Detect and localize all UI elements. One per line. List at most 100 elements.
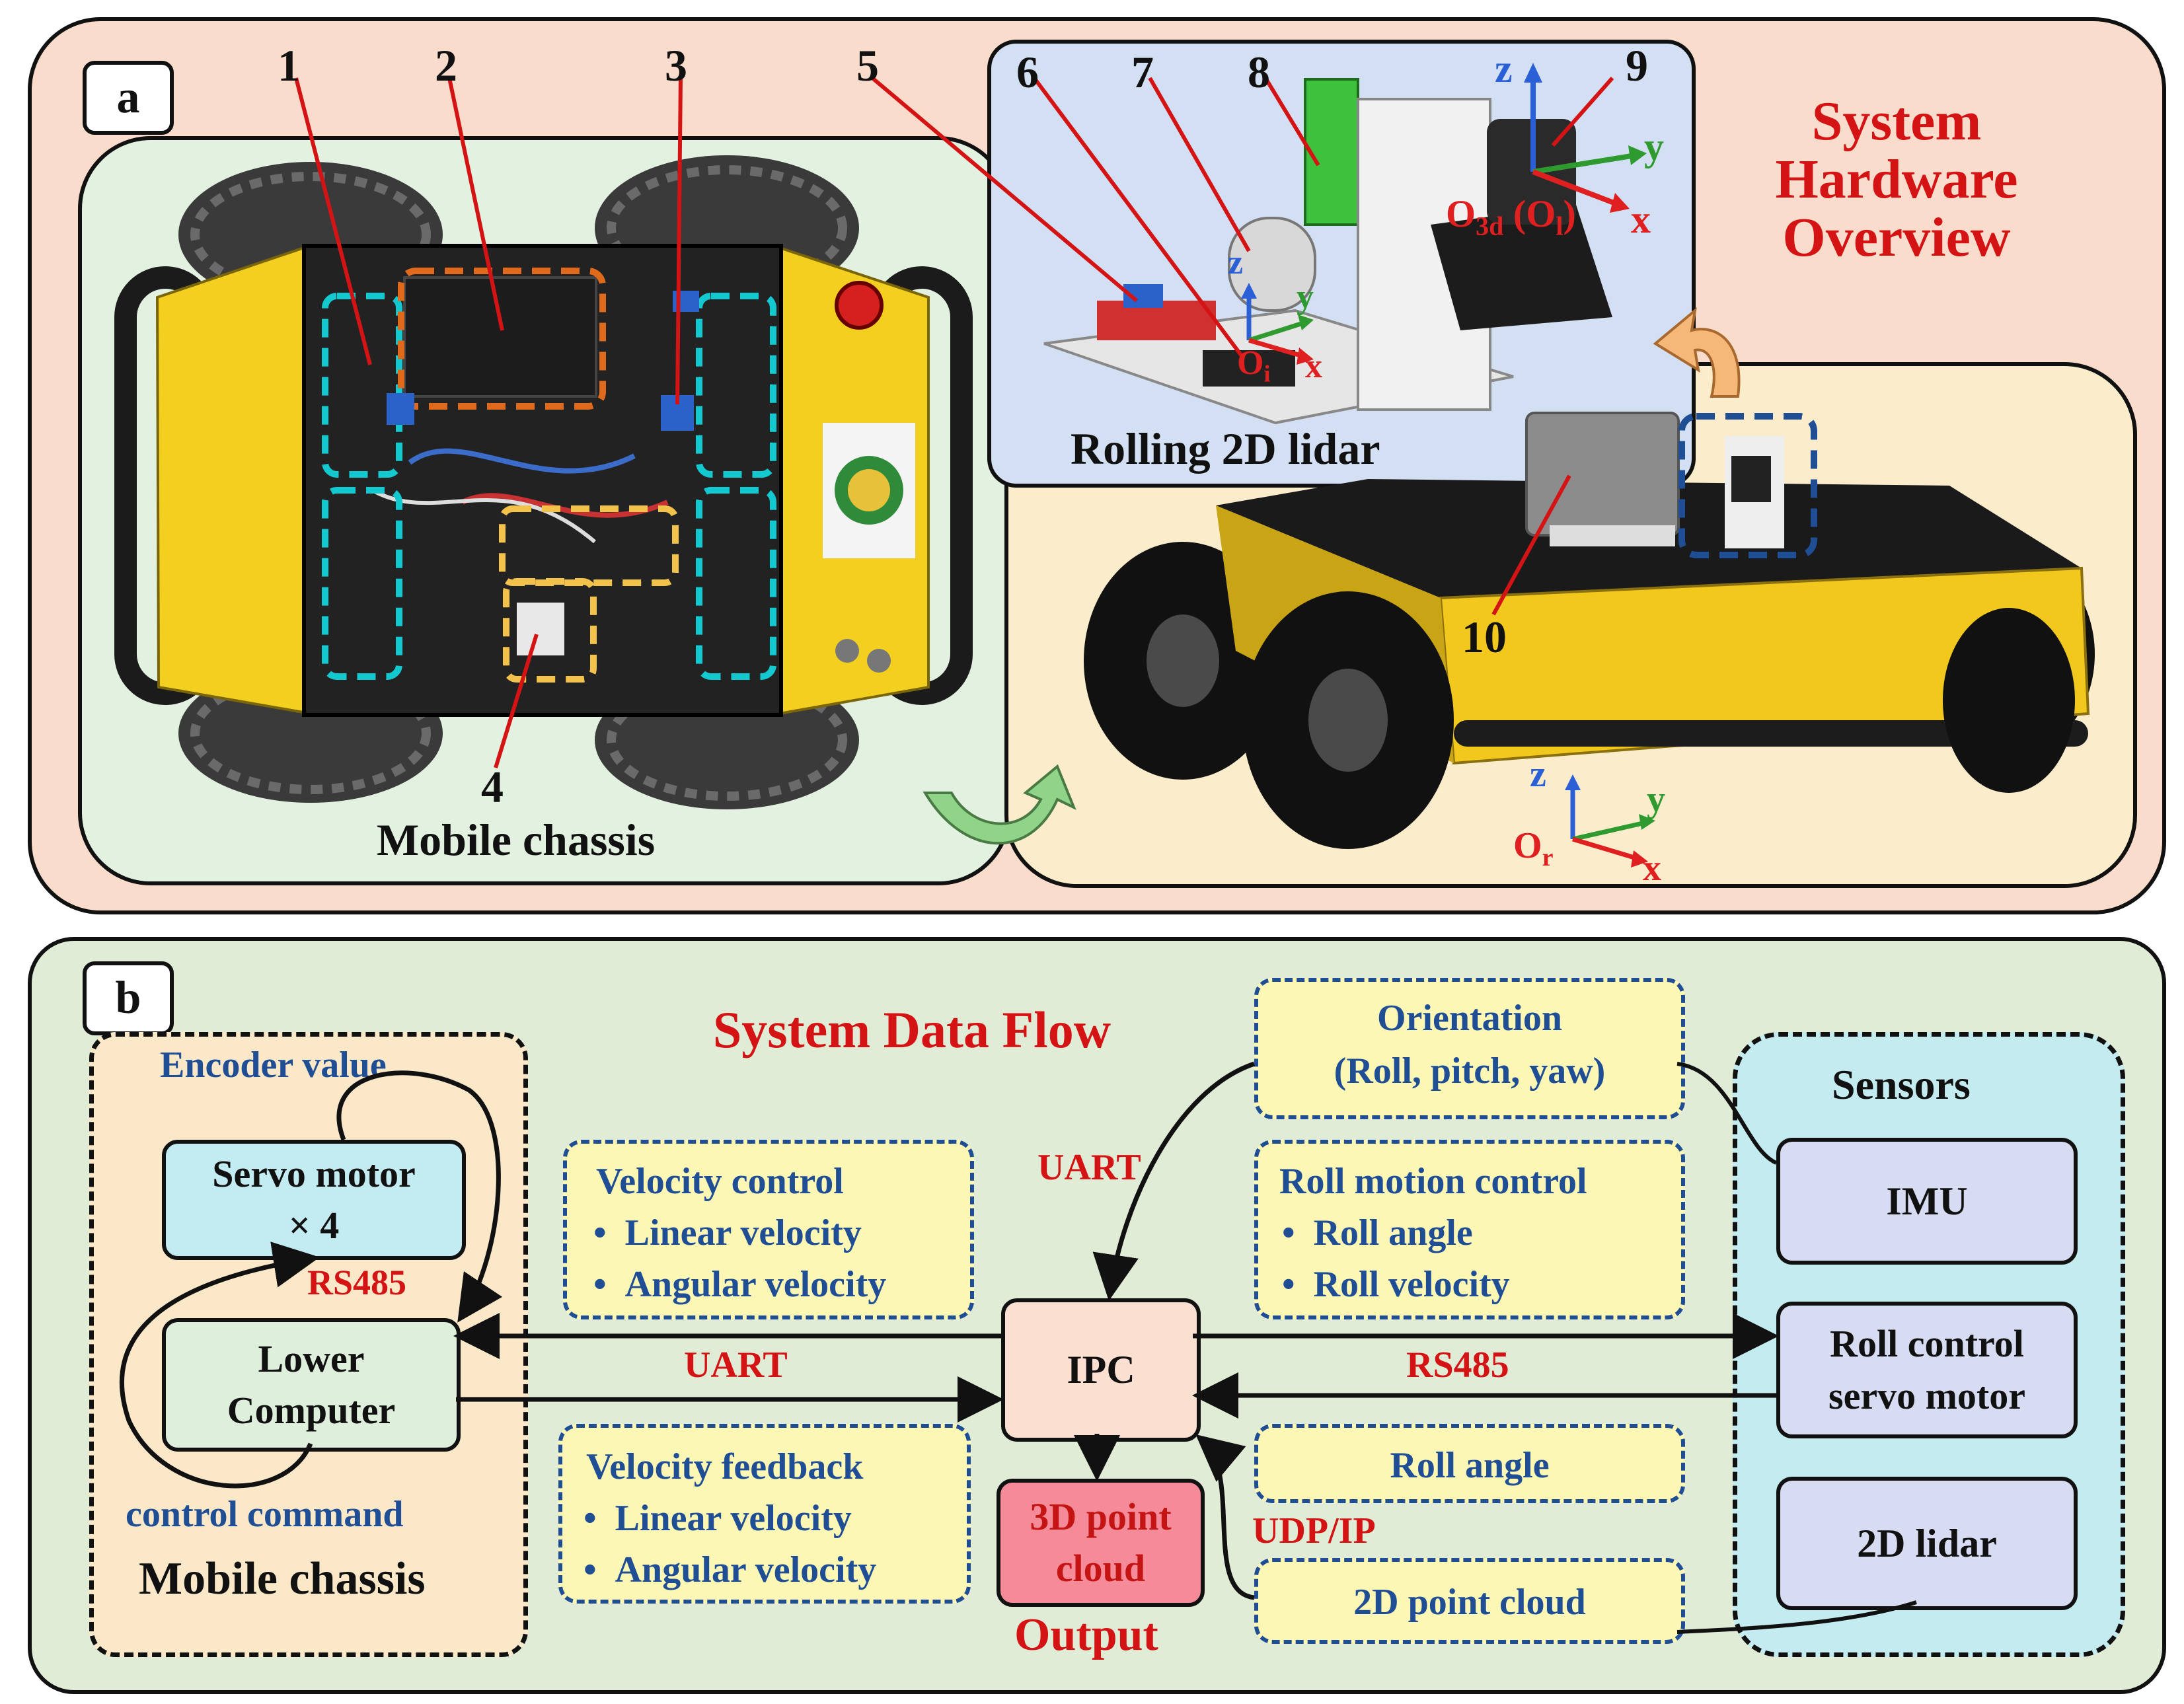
output-3d-point-cloud-box: 3D point cloud — [997, 1479, 1205, 1607]
roll-motion-item-2-text: Roll velocity — [1313, 1264, 1510, 1305]
panel-a-illustrations — [114, 63, 2095, 868]
panel-b-title: System Data Flow — [712, 1001, 1111, 1058]
motor-driver-box-3 — [322, 487, 402, 680]
power-box-2 — [503, 578, 597, 683]
roll-motion-item-1-text: Roll angle — [1313, 1212, 1473, 1253]
chassis-photo — [114, 77, 973, 809]
emergency-stop — [835, 281, 884, 330]
roll-motion-item-2: • Roll velocity — [1282, 1264, 1510, 1305]
lower-line-1: Lower — [258, 1337, 365, 1380]
command-loop — [120, 1241, 320, 1489]
chassis-group-caption: Mobile chassis — [139, 1553, 426, 1604]
orientation-box: Orientation (Roll, pitch, yaw) — [1254, 978, 1685, 1119]
orientation-line-1: Orientation — [1377, 998, 1562, 1039]
motor-driver-box-2 — [696, 293, 776, 478]
robot-axis-y: y — [1647, 779, 1665, 820]
robot-origin: O — [1513, 825, 1542, 866]
output-box-line-2: cloud — [1055, 1547, 1146, 1590]
uart-top-label: UART — [1037, 1147, 1141, 1188]
imu-to-orientation-line — [1676, 1062, 1778, 1165]
orange-curved-arrow — [1653, 307, 1741, 398]
imu-origin-sub: i — [1263, 360, 1271, 387]
udp-ip-label: UDP/IP — [1252, 1510, 1376, 1551]
velocity-control-box: Velocity control • Linear velocity • Ang… — [563, 1140, 974, 1319]
title-line-1: System — [1811, 91, 1982, 152]
sensor-axis-y: y — [1644, 125, 1664, 168]
roll-servo-line-1: Roll control — [1830, 1322, 2024, 1366]
encoder-loop — [336, 1070, 503, 1323]
roll-angle-text: Roll angle — [1390, 1445, 1550, 1486]
lidar-to-pointcloud-line — [1676, 1600, 1917, 1634]
imu-axis-x: x — [1305, 348, 1322, 385]
lidar-render — [871, 63, 1647, 425]
robot-origin-sub: r — [1542, 844, 1554, 872]
point-cloud-2d-text: 2D point cloud — [1353, 1582, 1586, 1623]
blue-module-left — [387, 393, 414, 425]
imu-origin: O — [1237, 344, 1264, 382]
rs485-right-label: RS485 — [1406, 1345, 1509, 1386]
motor-driver-box-4 — [696, 487, 776, 680]
velocity-feedback-item-2-text: Angular velocity — [615, 1549, 877, 1590]
chassis-caption: Mobile chassis — [377, 815, 656, 865]
callout-9: 9 — [1626, 40, 1648, 91]
robot-bumper — [1454, 720, 2088, 747]
sensor-origin-label: O3d (Ol) — [1446, 192, 1576, 242]
velocity-feedback-box: Velocity feedback • Linear velocity • An… — [558, 1424, 971, 1604]
lidar-highlight-box — [1678, 413, 1817, 558]
uart-mid-label: UART — [684, 1345, 788, 1386]
control-board — [403, 276, 597, 398]
orientation-to-ipc-arrow — [1092, 1061, 1256, 1301]
callout-10: 10 — [1462, 612, 1507, 662]
sensor-axis-x: x — [1631, 198, 1651, 241]
roll-motion-title: Roll motion control — [1279, 1161, 1587, 1202]
pointcloud-to-ipc-arrow — [1195, 1434, 1255, 1600]
main-board-box — [398, 268, 606, 410]
velocity-control-title: Velocity control — [596, 1161, 844, 1202]
output-box-line-1: 3D point — [1030, 1495, 1172, 1538]
imu-axis-z: z — [1228, 244, 1244, 281]
lidar-origin-sub: l — [1556, 211, 1563, 241]
callout-5: 5 — [856, 40, 879, 91]
callout-6: 6 — [1016, 47, 1039, 97]
panel-a-tag: a — [83, 61, 174, 135]
terminal-module — [517, 603, 564, 655]
callout-3: 3 — [665, 40, 687, 91]
velocity-feedback-item-2: • Angular velocity — [584, 1549, 877, 1590]
roll-servo-line-2: servo motor — [1828, 1374, 2025, 1417]
robot-axis-z: z — [1530, 754, 1546, 795]
robot-origin-label: Or — [1513, 825, 1553, 872]
lidar-origin-close: ) — [1563, 192, 1576, 235]
callout-2: 2 — [435, 40, 457, 91]
sensor-axis-z: z — [1495, 47, 1513, 91]
point-cloud-2d-box: 2D point cloud — [1254, 1558, 1685, 1644]
lidar-origin-open: (O — [1513, 192, 1556, 235]
wheel-front-right — [1943, 608, 2075, 793]
title-line-2: Hardware — [1775, 149, 2018, 211]
power-box-1 — [499, 505, 679, 586]
lidar-2d-box: 2D lidar — [1776, 1477, 2078, 1610]
rs485-left-label: RS485 — [307, 1263, 407, 1302]
sensors-title: Sensors — [1832, 1061, 1971, 1108]
lidar-body — [1431, 205, 1612, 330]
output-label: Output — [1014, 1610, 1158, 1660]
callout-7: 7 — [1131, 47, 1154, 97]
roll-control-servo-box: Roll control servo motor — [1776, 1302, 2078, 1438]
lower-line-2: Computer — [227, 1389, 396, 1432]
ipc-box: IPC — [1001, 1298, 1201, 1442]
callout-1: 1 — [278, 40, 300, 91]
velocity-control-item-2-text: Angular velocity — [624, 1264, 887, 1305]
robot-axis-x: x — [1643, 848, 1661, 889]
imu-origin-label: Oi — [1237, 344, 1270, 387]
roll-motion-item-1: • Roll angle — [1282, 1212, 1473, 1253]
imu-box: IMU — [1776, 1138, 2078, 1265]
callout-8: 8 — [1248, 47, 1270, 97]
panel-b-tag: b — [83, 961, 174, 1035]
robot-render — [1084, 412, 2095, 868]
roll-motion-control-box: Roll motion control • Roll angle • Roll … — [1254, 1140, 1685, 1319]
velocity-feedback-item-1-text: Linear velocity — [615, 1498, 852, 1539]
imu-board — [1203, 350, 1295, 387]
servo-line-2: × 4 — [288, 1204, 340, 1247]
velocity-control-item-2: • Angular velocity — [593, 1264, 887, 1305]
title-line-3: Overview — [1782, 207, 2011, 269]
